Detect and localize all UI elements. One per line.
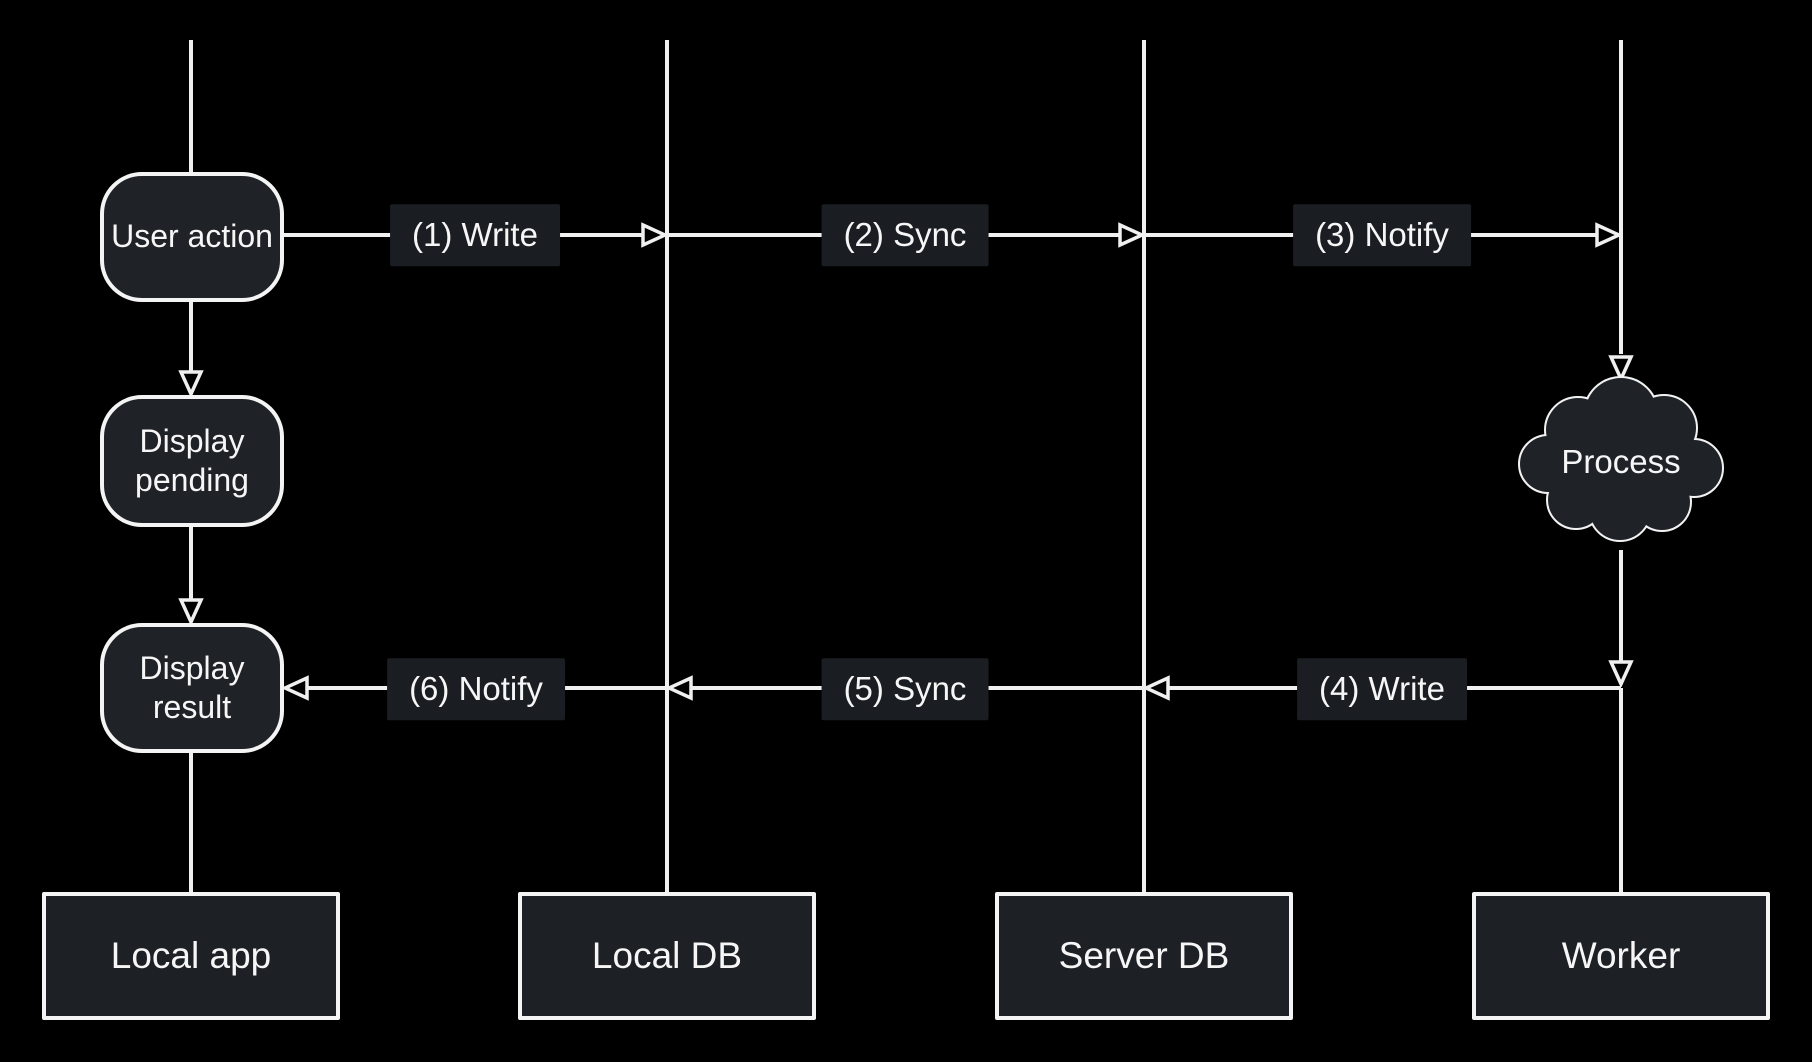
- arrowhead-left-into-local-db: [666, 675, 693, 701]
- arrowhead-down-into-process-cloud: [1608, 355, 1634, 382]
- actor-server-db-label: Server DB: [1058, 935, 1230, 976]
- actor-server-db: Server DB: [995, 892, 1293, 1020]
- cloud-fill: [1520, 378, 1722, 540]
- actor-local-db-label: Local DB: [591, 935, 743, 976]
- node-user-action: User action: [100, 172, 284, 302]
- lifeline-worker-segment-3: [1619, 688, 1623, 894]
- cloud-process-shape: [1518, 376, 1724, 542]
- message-label-3-notify: (3) Notify: [1293, 204, 1471, 266]
- lifeline-worker-segment-2: [1619, 550, 1623, 662]
- arrowhead-left-into-server-db: [1143, 675, 1170, 701]
- node-display-result-label: Display result: [139, 649, 245, 725]
- message-label-1-write: (1) Write: [390, 204, 560, 266]
- actor-worker-label: Worker: [1561, 935, 1681, 976]
- lifeline-local-app-segment-4: [189, 753, 193, 894]
- lifeline-worker-segment-1: [1619, 40, 1623, 354]
- actor-local-app: Local app: [42, 892, 340, 1020]
- node-display-pending: Display pending: [100, 395, 284, 527]
- arrowhead-down-into-display-pending: [178, 370, 204, 397]
- node-display-result: Display result: [100, 623, 284, 753]
- actor-local-app-label: Local app: [110, 935, 272, 976]
- lifeline-local-db: [665, 40, 669, 894]
- arrowhead-down-into-display-result: [178, 598, 204, 625]
- actor-worker: Worker: [1472, 892, 1770, 1020]
- message-label-2-sync: (2) Sync: [821, 204, 989, 266]
- actor-local-db: Local DB: [518, 892, 816, 1020]
- node-display-pending-label: Display pending: [135, 422, 249, 498]
- message-label-5-sync: (5) Sync: [821, 658, 989, 720]
- lifeline-local-app-segment-2: [189, 302, 193, 372]
- arrowhead-right-into-worker: [1595, 222, 1622, 248]
- lifeline-local-app-segment-3: [189, 526, 193, 599]
- arrowhead-left-into-display-result: [282, 675, 309, 701]
- message-label-4-write: (4) Write: [1297, 658, 1467, 720]
- arrowhead-right-into-local-db: [641, 222, 668, 248]
- lifeline-local-app-segment-1: [189, 40, 193, 172]
- node-user-action-label: User action: [111, 218, 273, 255]
- arrowhead-down-into-write-junction: [1608, 660, 1634, 687]
- arrowhead-right-into-server-db: [1118, 222, 1145, 248]
- message-label-6-notify: (6) Notify: [387, 658, 565, 720]
- lifeline-server-db: [1142, 40, 1146, 894]
